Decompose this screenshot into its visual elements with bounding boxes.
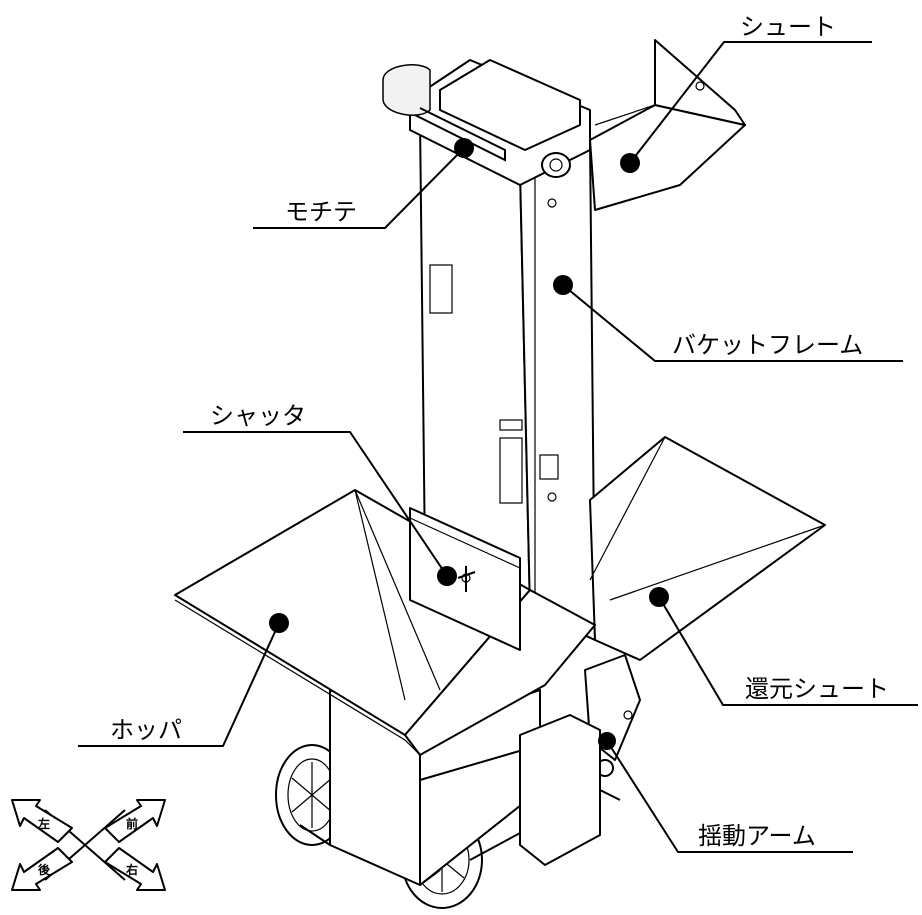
grain-elevator-illustration xyxy=(174,39,826,909)
direction-front: 前 xyxy=(126,816,138,831)
arrow-left-icon xyxy=(11,799,73,843)
return-chute-funnel xyxy=(589,436,826,661)
lower-box xyxy=(519,714,601,866)
callout-handle: モチテ xyxy=(253,138,474,229)
label-return-chute: 還元シュート xyxy=(745,675,889,703)
direction-rear: 後 xyxy=(38,862,51,877)
label-swing-arm: 揺動アーム xyxy=(698,822,816,850)
callout-hopper: ホッパ xyxy=(78,613,289,747)
callout-chute: シュート xyxy=(620,13,872,173)
callout-shutter: シャッタ xyxy=(183,402,457,586)
direction-right: 右 xyxy=(125,862,138,877)
callout-return-chute: 還元シュート xyxy=(649,587,918,706)
top-chute xyxy=(589,39,746,211)
direction-indicator: 左 前 後 右 xyxy=(11,799,166,891)
callout-bucket-frame: バケットフレーム xyxy=(553,275,903,362)
label-handle: モチテ xyxy=(285,198,357,226)
arrow-rear-icon xyxy=(11,847,73,891)
label-hopper: ホッパ xyxy=(110,716,182,744)
bucket-frame-column xyxy=(382,59,596,641)
callout-swing-arm: 揺動アーム xyxy=(598,732,853,853)
label-bucket-frame: バケットフレーム xyxy=(672,331,863,359)
label-chute: シュート xyxy=(740,13,836,41)
arrow-front-icon xyxy=(104,799,166,843)
arrow-right-icon xyxy=(104,847,166,891)
label-shutter: シャッタ xyxy=(210,402,306,430)
direction-left: 左 xyxy=(37,816,50,831)
shutter-plate xyxy=(409,507,521,651)
